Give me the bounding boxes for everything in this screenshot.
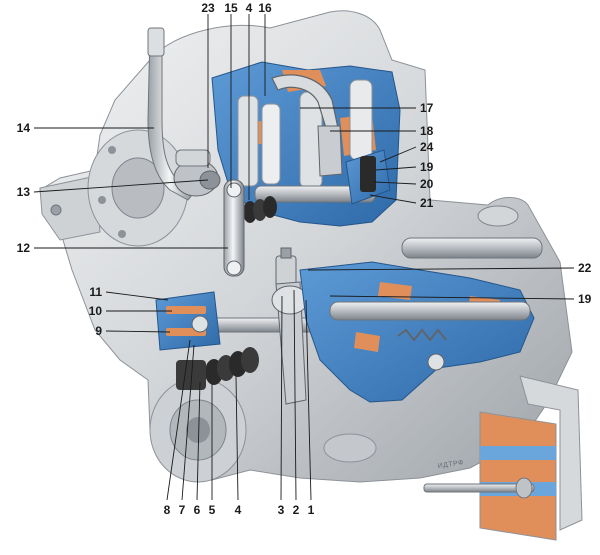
lower-bellows (205, 347, 259, 385)
callout-8: 8 (164, 503, 171, 517)
upper-bellows (243, 196, 277, 223)
callout-10: 10 (89, 304, 103, 318)
left-mounting-bracket (39, 175, 101, 241)
output-shaft (329, 301, 531, 321)
callout-2: 2 (293, 503, 300, 517)
callout-18: 18 (420, 124, 434, 138)
cut-face-copper-6 (354, 332, 380, 352)
mainshaft (401, 237, 543, 259)
callout-20: 20 (420, 177, 434, 191)
callout-22: 22 (578, 261, 592, 275)
support-block-frame (519, 375, 583, 531)
gearbox-illustration: ИДТРФ (39, 10, 583, 541)
callout-4-top: 4 (246, 1, 253, 15)
callout-13: 13 (17, 185, 31, 199)
callout-9: 9 (95, 324, 102, 338)
callout-15: 15 (224, 1, 238, 15)
gear-lever-tip (147, 27, 165, 57)
callout-5: 5 (209, 503, 216, 517)
callout-19-lower: 19 (578, 292, 592, 306)
cut-face-copper-4 (378, 282, 412, 300)
reverse-light-switch (275, 255, 297, 287)
leader-lines (33, 14, 575, 501)
callout-14: 14 (17, 121, 31, 135)
link-rod (223, 179, 245, 277)
lower-blue-bracket (155, 291, 221, 351)
callout-6: 6 (194, 503, 201, 517)
watermark: ИДТРФ (437, 459, 464, 470)
callout-19-upper: 19 (420, 160, 434, 174)
callout-4-bottom: 4 (235, 503, 242, 517)
detent-spring (397, 328, 447, 342)
support-bolt (423, 483, 535, 493)
callout-12: 12 (17, 241, 31, 255)
callout-7: 7 (179, 503, 186, 517)
callout-16: 16 (258, 1, 272, 15)
callout-23: 23 (201, 1, 215, 15)
callout-21: 21 (420, 196, 434, 210)
callout-labels: 23 15 4 16 14 13 12 11 10 9 17 18 24 19 … (17, 1, 592, 517)
callout-11: 11 (89, 285, 102, 299)
callout-17: 17 (420, 101, 434, 115)
callout-1: 1 (308, 503, 315, 517)
upper-gear-stack (237, 79, 373, 189)
callout-3: 3 (278, 503, 285, 517)
support-block (479, 411, 557, 541)
callout-24: 24 (420, 140, 434, 154)
